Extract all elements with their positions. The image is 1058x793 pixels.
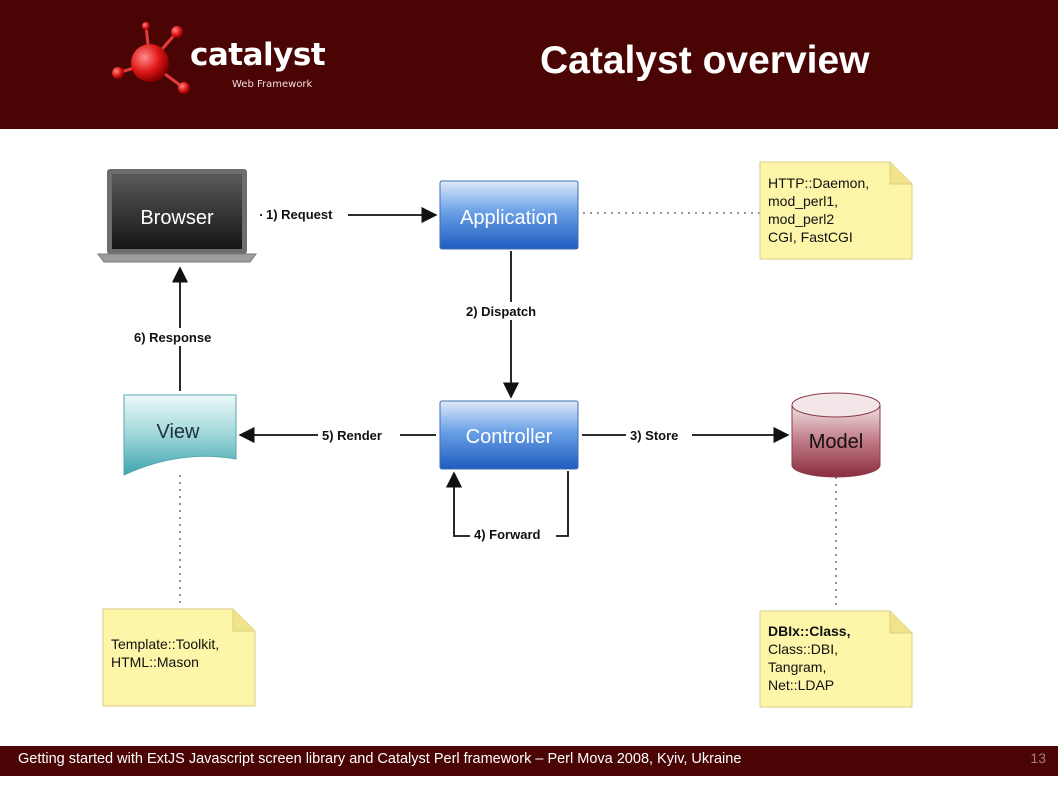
model-note: DBIx::Class, Class::DBI, Tangram, Net::L… (759, 610, 913, 708)
app-note-line-4: CGI, FastCGI (768, 229, 853, 245)
catalyst-diagram: Browser Application Controller View Mode… (0, 129, 1058, 746)
view-label: View (157, 421, 201, 443)
app-note-line-3: mod_perl2 (768, 211, 834, 227)
slide-footer: Getting started with ExtJS Javascript sc… (0, 746, 1058, 776)
forward-label-bg (470, 525, 556, 545)
app-note-line-1: HTTP::Daemon, (768, 175, 869, 191)
dispatch-label-bg (463, 302, 555, 320)
slide-title: Catalyst overview (540, 39, 870, 82)
request-label-bg (262, 205, 348, 223)
model-note-line-3: Tangram, (768, 659, 826, 675)
response-label-bg (130, 328, 228, 346)
page-number: 13 (1030, 750, 1046, 766)
catalyst-logo: catalyst Web Framework (110, 18, 330, 108)
app-note-line-2: mod_perl1, (768, 193, 838, 209)
store-label-bg (626, 426, 692, 444)
svg-text:HTTP::Daemon, mod_perl: HTTP::Daemon, mod_perl1, mod_perl2 CGI, … (768, 175, 873, 245)
logo-subtitle: Web Framework (232, 79, 313, 90)
response-label: 6) Response (134, 330, 211, 345)
view-note: Template::Toolkit, HTML::Mason (102, 608, 256, 707)
application-note: HTTP::Daemon, mod_perl1, mod_perl2 CGI, … (759, 161, 913, 260)
render-label: 5) Render (322, 428, 382, 443)
slide-header: catalyst Web Framework Catalyst overview (0, 0, 1058, 129)
svg-text:Template::Toolkit, HTM: Template::Toolkit, HTML::Mason (111, 636, 223, 670)
browser-node: Browser (97, 169, 257, 263)
forward-label: 4) Forward (474, 527, 541, 542)
model-note-line-1: DBIx::Class, (768, 623, 850, 639)
molecule-icon (112, 22, 190, 94)
view-note-line-2: HTML::Mason (111, 654, 199, 670)
controller-label: Controller (466, 426, 553, 448)
application-node: Application (439, 180, 579, 250)
view-node: View (123, 394, 237, 476)
application-label: Application (460, 207, 558, 229)
view-note-line-1: Template::Toolkit, (111, 636, 219, 652)
svg-text:DBIx::Class, Class::DB: DBIx::Class, Class::DBI, Tangram, Net::L… (768, 623, 854, 693)
dispatch-label: 2) Dispatch (466, 304, 536, 319)
model-label: Model (809, 431, 863, 453)
model-note-line-2: Class::DBI, (768, 641, 838, 657)
browser-label: Browser (140, 207, 214, 229)
controller-node: Controller (439, 400, 579, 470)
logo-wordmark: catalyst (190, 37, 326, 73)
footer-text: Getting started with ExtJS Javascript sc… (18, 751, 742, 767)
model-note-line-4: Net::LDAP (768, 677, 834, 693)
store-label: 3) Store (630, 428, 678, 443)
model-node: Model (791, 392, 881, 478)
render-label-bg (318, 426, 400, 444)
request-label: 1) Request (266, 207, 333, 222)
diagram-canvas: Browser Application Controller View Mode… (97, 161, 913, 708)
